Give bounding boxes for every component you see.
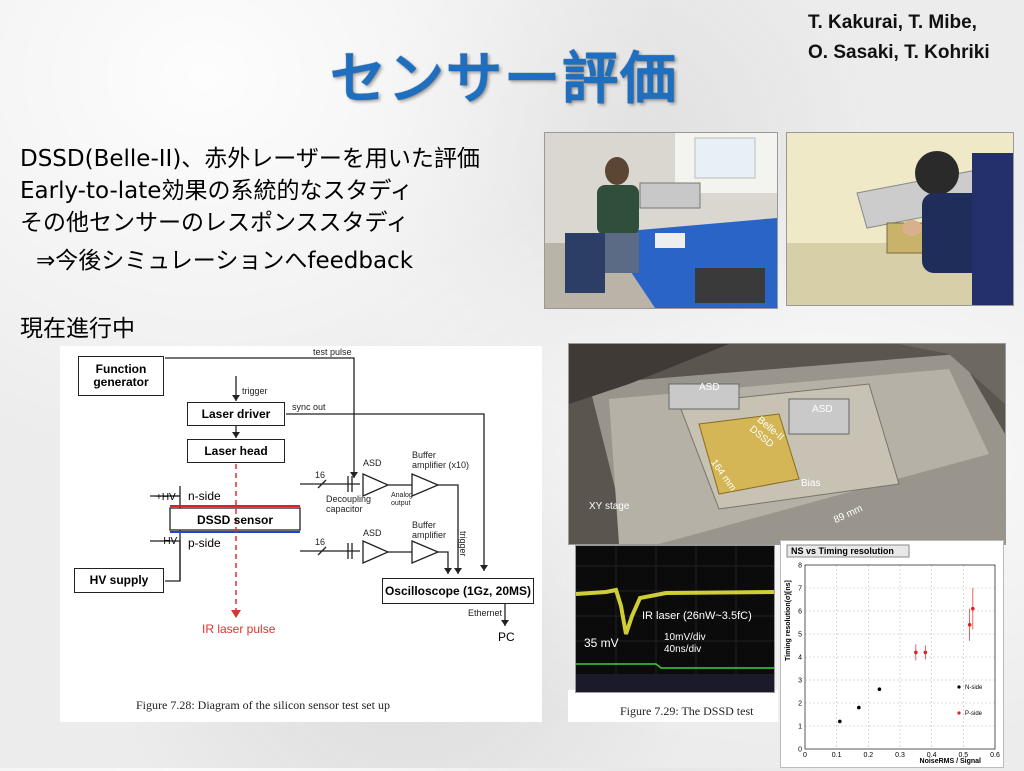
decoupling-label: Decoupling capacitor bbox=[326, 494, 372, 514]
laser-head-box: Laser head bbox=[187, 439, 285, 463]
ir-laser-pulse-label: IR laser pulse bbox=[202, 622, 276, 636]
trigger-vertical-label: trigger bbox=[458, 531, 468, 557]
y-tick-label: 2 bbox=[798, 701, 802, 708]
asd-bottom-label: ASD bbox=[363, 528, 382, 538]
ethernet-label: Ethernet bbox=[468, 608, 503, 618]
n-side-label: n-side bbox=[188, 489, 221, 503]
timing-resolution-plot: NS vs Timing resolution 0 0.1 0.2 0.3 0.4 0.5… bbox=[780, 540, 1004, 768]
asd-top-label: ASD bbox=[363, 458, 382, 468]
sync-out-label: sync out bbox=[292, 402, 326, 412]
buffer-bottom-label: Buffer amplifier bbox=[412, 520, 447, 540]
x-tick-label: 0.4 bbox=[927, 752, 937, 759]
minus-hv-label: -HV bbox=[160, 536, 178, 547]
y-tick-label: 6 bbox=[798, 609, 802, 616]
x-tick-label: 0.3 bbox=[895, 752, 905, 759]
analog-output-label: Analog output bbox=[391, 492, 413, 507]
bias-label: Bias bbox=[801, 478, 821, 489]
legend-label: P-side bbox=[965, 711, 983, 717]
legend-marker bbox=[957, 711, 961, 715]
data-point-p-side bbox=[967, 623, 972, 627]
xy-stage-label: XY stage bbox=[589, 501, 630, 512]
function-generator-box: Function generator bbox=[78, 356, 164, 396]
x-tick-label: 0 bbox=[803, 752, 807, 759]
bullet-3: その他センサーのレスポンススタディ bbox=[20, 210, 409, 236]
scope-caption-strip: Figure 7.29: The DSSD test bbox=[568, 690, 778, 722]
dssd-sensor-label: DSSD sensor bbox=[197, 513, 274, 527]
plot-canvas: NS vs Timing resolution 0 0.1 0.2 0.3 0.4 0.5… bbox=[785, 544, 1000, 765]
status-text: 現在進行中 bbox=[20, 316, 135, 342]
data-point-n-side bbox=[857, 705, 861, 710]
plot-ylabel: Timing resolution(σ)[ns] bbox=[785, 580, 792, 661]
plot-frame bbox=[804, 564, 996, 750]
x-tick-label: 0.2 bbox=[863, 752, 873, 759]
plot-xlabel: NoiseRMS / Signal bbox=[920, 758, 982, 765]
y-tick-label: 3 bbox=[798, 678, 802, 685]
x-tick-label: 0.1 bbox=[832, 752, 842, 759]
volts-per-div-label: 10mV/div bbox=[664, 632, 706, 643]
x-tick-label: 0.6 bbox=[990, 752, 1000, 759]
plot-grid bbox=[804, 564, 996, 750]
channel-top-label: 16 bbox=[315, 470, 326, 480]
data-point-p-side bbox=[971, 606, 975, 611]
test-pulse-label: test pulse bbox=[313, 347, 352, 357]
y-tick-label: 5 bbox=[798, 632, 802, 639]
hv-supply-box: HV supply bbox=[74, 568, 164, 593]
oscilloscope-box: Oscilloscope (1Gz, 20MS) bbox=[382, 578, 534, 604]
photo-setup-box: ASD ASD Belle-II DSSD Bias 164 mm 89 mm … bbox=[568, 343, 1006, 545]
y-tick-label: 0 bbox=[798, 747, 802, 754]
authors-line-1: T. Kakurai, T. Mibe, bbox=[808, 12, 977, 33]
slide-title: センサー評価 bbox=[330, 47, 678, 112]
plus-hv-label: +HV bbox=[156, 492, 176, 503]
diagram-caption: Figure 7.28: Diagram of the silicon sens… bbox=[136, 698, 390, 712]
bullet-4: ⇒今後シミュレーションへfeedback bbox=[36, 248, 414, 274]
asd-right-label: ASD bbox=[812, 404, 833, 415]
y-tick-label: 7 bbox=[798, 586, 802, 593]
y-tick-label: 4 bbox=[798, 655, 802, 662]
asd-left-label: ASD bbox=[699, 382, 720, 393]
pc-label: PC bbox=[498, 630, 515, 644]
oscilloscope-screen: IR laser (26nW~3.5fC) 35 mV 10mV/div 40n… bbox=[575, 545, 775, 693]
ir-laser-label: IR laser (26nW~3.5fC) bbox=[642, 610, 752, 622]
y-tick-label: 1 bbox=[798, 724, 802, 731]
plot-axes bbox=[804, 564, 996, 750]
bullet-1: DSSD(Belle-II)、赤外レーザーを用いた評価 bbox=[20, 146, 480, 172]
buffer-top-label: Buffer amplifier (x10) bbox=[412, 450, 470, 470]
photo-lab-bench bbox=[544, 132, 778, 309]
channel-bottom-label: 16 bbox=[315, 537, 326, 547]
data-point-n-side bbox=[838, 719, 842, 724]
time-per-div-label: 40ns/div bbox=[664, 644, 702, 655]
legend-label: N-side bbox=[965, 685, 983, 691]
x-tick-label: 0.5 bbox=[958, 752, 968, 759]
scope-caption: Figure 7.29: The DSSD test bbox=[620, 704, 754, 718]
authors-line-2: O. Sasaki, T. Kohriki bbox=[808, 42, 990, 63]
data-point-p-side bbox=[923, 650, 928, 655]
trigger-label: trigger bbox=[242, 386, 268, 396]
amplitude-label: 35 mV bbox=[584, 636, 619, 650]
data-point-n-side bbox=[877, 687, 882, 691]
plot-ticks: 0 0.1 0.2 0.3 0.4 0.5 0.6 0 1 2 3 4 5 6 7 8 bbox=[798, 563, 1000, 760]
plot-title-box bbox=[786, 544, 910, 558]
bullet-2: Early-to-late効果の系統的なスタディ bbox=[20, 178, 413, 204]
photo-sensor-closeup bbox=[786, 132, 1014, 306]
p-side-label: p-side bbox=[188, 536, 221, 550]
plot-title: NS vs Timing resolution bbox=[791, 546, 894, 556]
y-tick-label: 8 bbox=[798, 563, 802, 570]
data-point-p-side bbox=[914, 650, 918, 655]
authors: T. Kakurai, T. Mibe, O. Sasaki, T. Kohri… bbox=[808, 8, 990, 68]
laser-driver-box: Laser driver bbox=[187, 402, 285, 426]
test-setup-diagram: Function generator Laser driver Laser he… bbox=[60, 346, 542, 722]
plot-points bbox=[838, 588, 975, 724]
legend-marker bbox=[957, 685, 961, 689]
